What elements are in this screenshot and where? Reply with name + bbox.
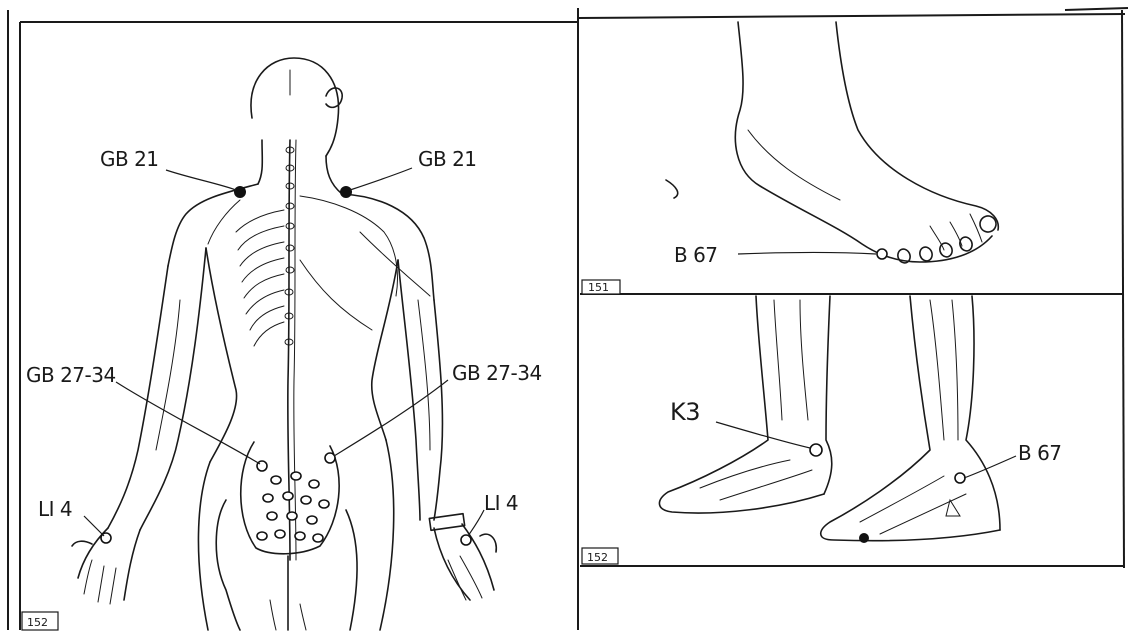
fig-number-box-back: 152 xyxy=(22,612,58,630)
back-view-points xyxy=(101,186,471,545)
label-gb21-right: GB 21 xyxy=(418,147,477,171)
back-view-figure xyxy=(72,58,496,630)
leader-b67-ankle xyxy=(964,456,1016,478)
fig-number-box-foot-side: 151 xyxy=(582,280,620,294)
b67-ankle-point xyxy=(955,473,965,483)
label-b67-ankle: B 67 xyxy=(1018,441,1062,465)
fig-number-box-ankles: 152 xyxy=(582,548,618,564)
fig-number-foot-side: 151 xyxy=(588,281,609,294)
label-b67-foot-side: B 67 xyxy=(674,243,718,267)
gb21-right-point xyxy=(340,186,352,198)
fig-number-ankles: 152 xyxy=(587,551,608,564)
leader-b67-foot-side xyxy=(738,253,876,255)
ankles-figure xyxy=(659,296,1000,541)
k3-point xyxy=(810,444,822,456)
fig-number-back: 152 xyxy=(27,616,48,629)
b67-toe-point xyxy=(859,533,869,543)
li4-right-point xyxy=(461,535,471,545)
label-gb27-34-left: GB 27-34 xyxy=(26,363,116,387)
b67-foot-side-point xyxy=(877,249,887,259)
label-gb21-left: GB 21 xyxy=(100,147,159,171)
label-k3: K3 xyxy=(670,398,700,426)
gb21-left-point xyxy=(234,186,246,198)
label-li4-left: LI 4 xyxy=(38,497,72,521)
gb27-34-right-point xyxy=(325,453,335,463)
label-li4-right: LI 4 xyxy=(484,491,518,515)
foot-side-figure xyxy=(666,22,998,265)
label-gb27-34-right: GB 27-34 xyxy=(452,361,542,385)
